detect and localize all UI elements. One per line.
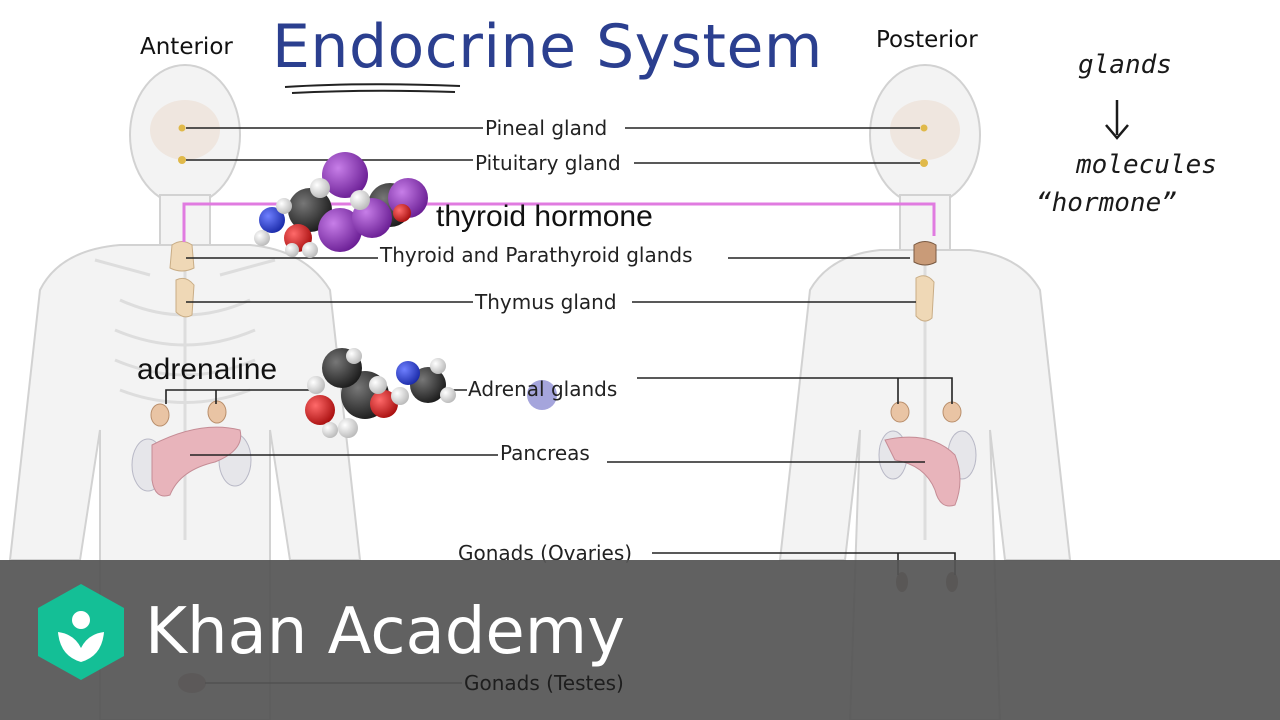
thyroid-hormone-molecule bbox=[254, 152, 428, 258]
note-hormone: “hormone” bbox=[1036, 188, 1177, 218]
anterior-organs bbox=[131, 124, 252, 693]
khan-academy-wordmark: Khan Academy bbox=[145, 595, 625, 669]
thyroid-connector bbox=[182, 202, 936, 242]
label-thymus-gland: Thymus gland bbox=[473, 290, 619, 314]
label-pancreas: Pancreas bbox=[498, 441, 592, 465]
label-pituitary-gland: Pituitary gland bbox=[473, 151, 623, 175]
anterior-label: Anterior bbox=[140, 34, 233, 60]
adrenaline-molecule bbox=[305, 348, 456, 438]
label-adrenal-glands: Adrenal glands bbox=[468, 377, 618, 401]
note-molecules: molecules bbox=[1076, 150, 1217, 180]
handwritten-arrow bbox=[1105, 100, 1129, 140]
label-gonads-testes: Gonads (Testes) bbox=[464, 671, 624, 695]
note-glands: glands bbox=[1078, 50, 1172, 80]
label-pineal-gland: Pineal gland bbox=[483, 116, 610, 140]
khan-academy-banner: Khan Academy bbox=[0, 560, 1280, 720]
page-title: Endocrine System bbox=[272, 12, 823, 82]
label-thyroid-parathyroid-glands: Thyroid and Parathyroid glands bbox=[378, 243, 695, 267]
annotation-thyroid-hormone: thyroid hormone bbox=[436, 200, 653, 233]
title-underline bbox=[284, 83, 461, 94]
khan-academy-leaf-icon bbox=[38, 584, 124, 680]
annotation-adrenaline: adrenaline bbox=[137, 353, 278, 386]
anterior-skeleton bbox=[94, 100, 276, 540]
posterior-label: Posterior bbox=[876, 27, 978, 53]
posterior-organs bbox=[878, 124, 977, 592]
pen-cursor bbox=[527, 380, 557, 410]
